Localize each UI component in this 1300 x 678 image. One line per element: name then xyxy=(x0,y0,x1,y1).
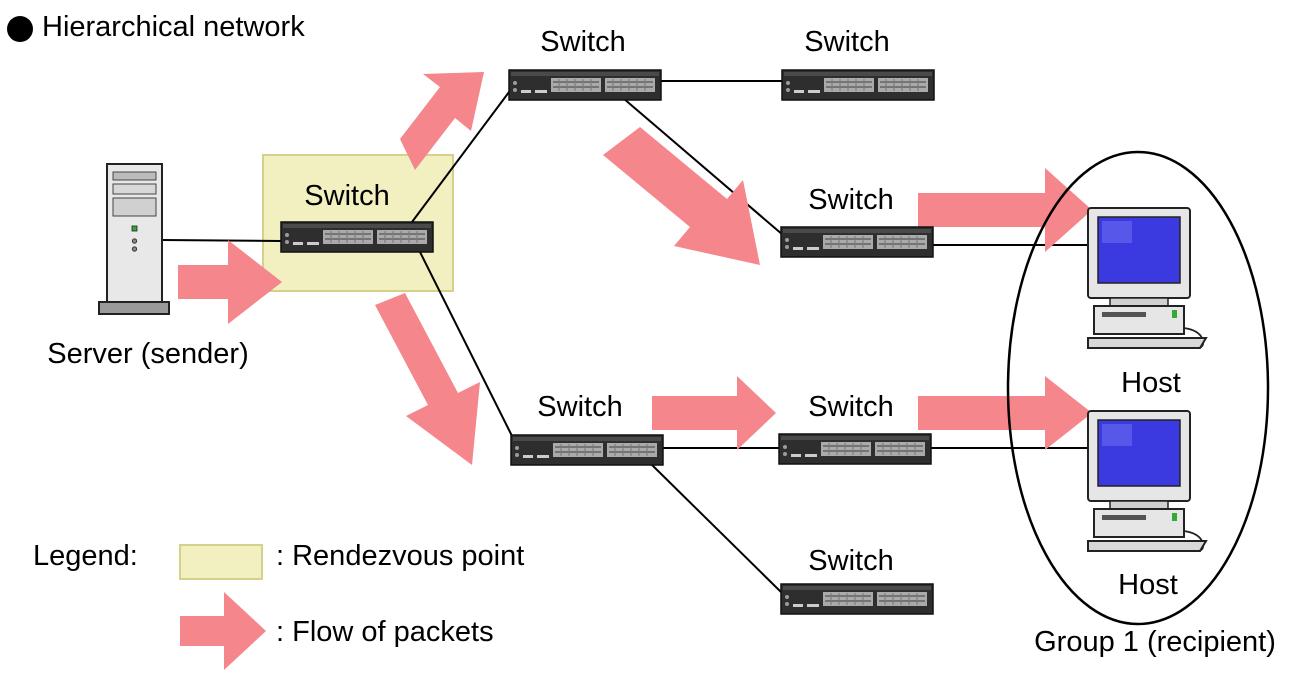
switch-bottom-icon xyxy=(780,583,934,615)
legend-flow-label: : Flow of packets xyxy=(276,616,494,648)
switch-rp-label: Switch xyxy=(304,180,390,212)
switch-top1-icon xyxy=(508,69,662,101)
switch-mid-label: Switch xyxy=(808,184,894,216)
flow-arrow-low1-low2 xyxy=(652,376,776,450)
group-label: Group 1 (recipient) xyxy=(1034,626,1276,658)
title-bullet-icon xyxy=(7,16,33,42)
link-server-rp xyxy=(161,239,282,242)
flow-arrow-rp-top1 xyxy=(400,72,484,170)
flow-arrows xyxy=(178,72,1092,465)
switch-rp-icon xyxy=(280,221,434,253)
switch-top1-label: Switch xyxy=(540,26,626,58)
page-title: Hierarchical network xyxy=(42,11,305,43)
link-rp-top1 xyxy=(411,87,513,223)
link-rp-low1 xyxy=(419,251,515,441)
host1-label: Host xyxy=(1121,367,1181,399)
switch-low2-label: Switch xyxy=(808,391,894,423)
legend-title: Legend: xyxy=(33,540,138,572)
links xyxy=(161,80,1090,593)
flow-arrow-top1-mid xyxy=(603,127,760,265)
group-ellipse xyxy=(1006,150,1270,626)
legend-flow-arrow-icon xyxy=(180,592,266,670)
switch-top2-icon xyxy=(781,69,935,101)
flow-arrow-rp-low1 xyxy=(375,293,480,465)
flow-arrow-low2-host2 xyxy=(918,376,1092,450)
server-icon xyxy=(98,163,170,315)
link-low1-bottom xyxy=(649,462,782,593)
legend-rendezvous-label: : Rendezvous point xyxy=(276,540,525,572)
switch-low2-icon xyxy=(778,433,932,465)
server-label: Server (sender) xyxy=(47,338,249,370)
switch-top2-label: Switch xyxy=(804,26,890,58)
host1-icon xyxy=(1087,207,1207,349)
flow-arrow-mid-host1 xyxy=(918,168,1092,252)
host2-icon xyxy=(1087,410,1207,552)
switch-low1-icon xyxy=(510,434,664,466)
link-top1-mid xyxy=(622,97,784,236)
host2-label: Host xyxy=(1118,569,1178,601)
switch-bottom-label: Switch xyxy=(808,545,894,577)
legend-rendezvous-swatch xyxy=(179,544,263,580)
switch-low1-label: Switch xyxy=(537,391,623,423)
switch-mid-icon xyxy=(780,226,934,258)
flow-arrow-server-rp xyxy=(178,240,282,324)
